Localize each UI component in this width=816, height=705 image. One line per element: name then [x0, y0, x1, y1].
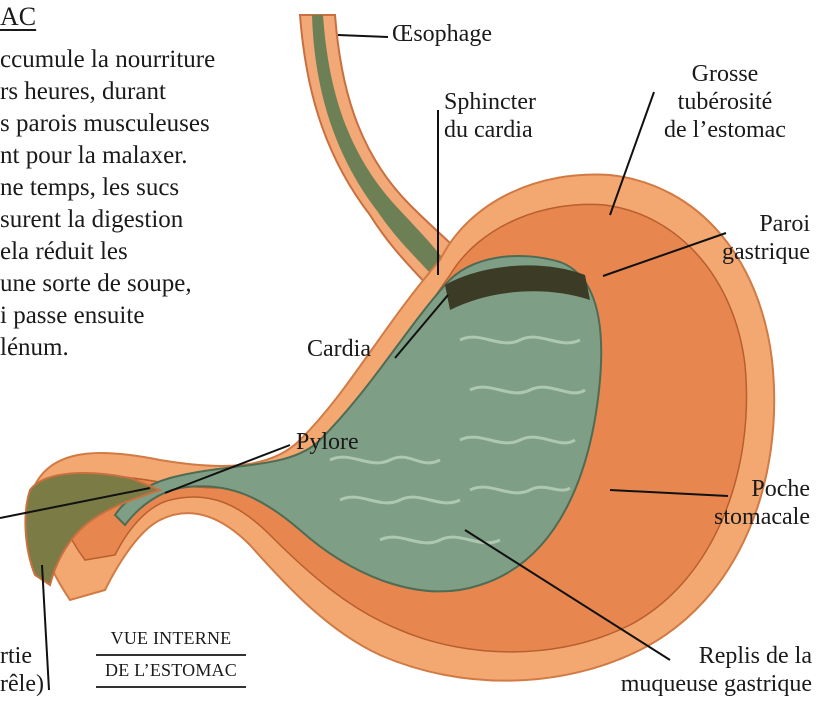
- label-oesophage: Œsophage: [392, 20, 492, 48]
- label-paroi-gastrique: Paroi gastrique: [690, 210, 810, 266]
- paragraph-line: ela réduit les: [0, 236, 290, 268]
- label-cardia: Cardia: [307, 335, 371, 363]
- label-paroi-line2: gastrique: [690, 238, 810, 266]
- label-poche-stomacale: Poche stomacale: [690, 475, 810, 531]
- label-sphincter-line2: du cardia: [444, 116, 536, 144]
- label-replis-line2: muqueuse gastrique: [570, 670, 812, 698]
- diagram-caption: Vue interne de l’estomac: [96, 628, 246, 692]
- paragraph-line: rs heures, durant: [0, 76, 290, 108]
- description-paragraph: ccumule la nourriture rs heures, durant …: [0, 44, 290, 364]
- label-grosse-line1: Grosse: [640, 60, 810, 88]
- paragraph-line: nt pour la malaxer.: [0, 140, 290, 172]
- label-sphincter-line1: Sphincter: [444, 88, 536, 116]
- label-grosse-line2: tubérosité: [640, 88, 810, 116]
- label-grosse-tuberosite: Grosse tubérosité de l’estomac: [640, 60, 810, 144]
- caption-divider-bottom: [96, 686, 246, 688]
- label-grosse-line3: de l’estomac: [640, 116, 810, 144]
- paragraph-line: ccumule la nourriture: [0, 44, 290, 76]
- label-sphincter: Sphincter du cardia: [444, 88, 536, 144]
- paragraph-line: i passe ensuite: [0, 300, 290, 332]
- label-paroi-line1: Paroi: [690, 210, 810, 238]
- label-poche-line1: Poche: [690, 475, 810, 503]
- paragraph-line: surent la digestion: [0, 204, 290, 236]
- paragraph-line: une sorte de soupe,: [0, 268, 290, 300]
- section-title: AC: [0, 2, 36, 32]
- label-partie: rtie rêle): [0, 642, 44, 698]
- label-poche-line2: stomacale: [690, 503, 810, 531]
- label-replis-line1: Replis de la: [570, 642, 812, 670]
- caption-line1: Vue interne: [111, 628, 232, 648]
- paragraph-line: lénum.: [0, 332, 290, 364]
- label-pylore: Pylore: [296, 428, 359, 456]
- paragraph-line: s parois musculeuses: [0, 108, 290, 140]
- label-replis-muqueuse: Replis de la muqueuse gastrique: [570, 642, 812, 698]
- label-partie-line1: rtie: [0, 642, 44, 670]
- leader-oesophage: [338, 35, 388, 37]
- caption-divider: [96, 654, 246, 656]
- paragraph-line: ne temps, les sucs: [0, 172, 290, 204]
- label-partie-line2: rêle): [0, 670, 44, 698]
- caption-line2: de l’estomac: [105, 660, 237, 680]
